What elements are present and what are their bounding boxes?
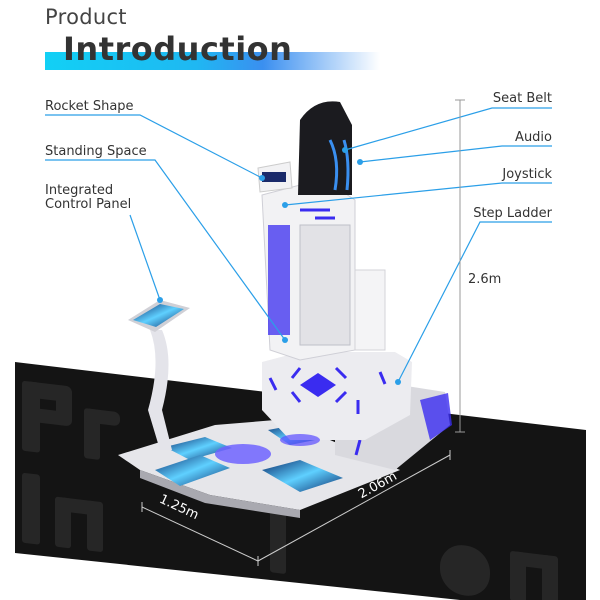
machine-lower-body (262, 352, 412, 446)
seat (298, 101, 352, 195)
watermark-graphic (22, 380, 558, 600)
label-step-ladder: Step Ladder (473, 206, 552, 221)
callout-dots (157, 147, 401, 385)
base-platform (118, 418, 400, 518)
label-line1: Integrated (45, 183, 114, 198)
header-line1: Product (45, 5, 127, 29)
label-joystick: Joystick (502, 167, 552, 182)
control-panel (128, 300, 190, 450)
label-rocket-shape: Rocket Shape (45, 99, 134, 114)
machine-tower (257, 161, 386, 361)
label-line2: Control Panel (45, 197, 132, 212)
header-title: Introduction (63, 30, 293, 68)
label-audio: Audio (515, 130, 552, 145)
height-dimension-line (455, 99, 465, 433)
callout-lines (45, 107, 552, 383)
label-seat-belt: Seat Belt (492, 91, 552, 106)
height-dimension: 2.6m (468, 272, 502, 287)
header-accent-bar (45, 52, 380, 70)
label-integrated-control-panel: Integrated Control Panel (45, 184, 131, 212)
floor-dimension-lines (141, 450, 451, 566)
label-standing-space: Standing Space (45, 144, 147, 159)
